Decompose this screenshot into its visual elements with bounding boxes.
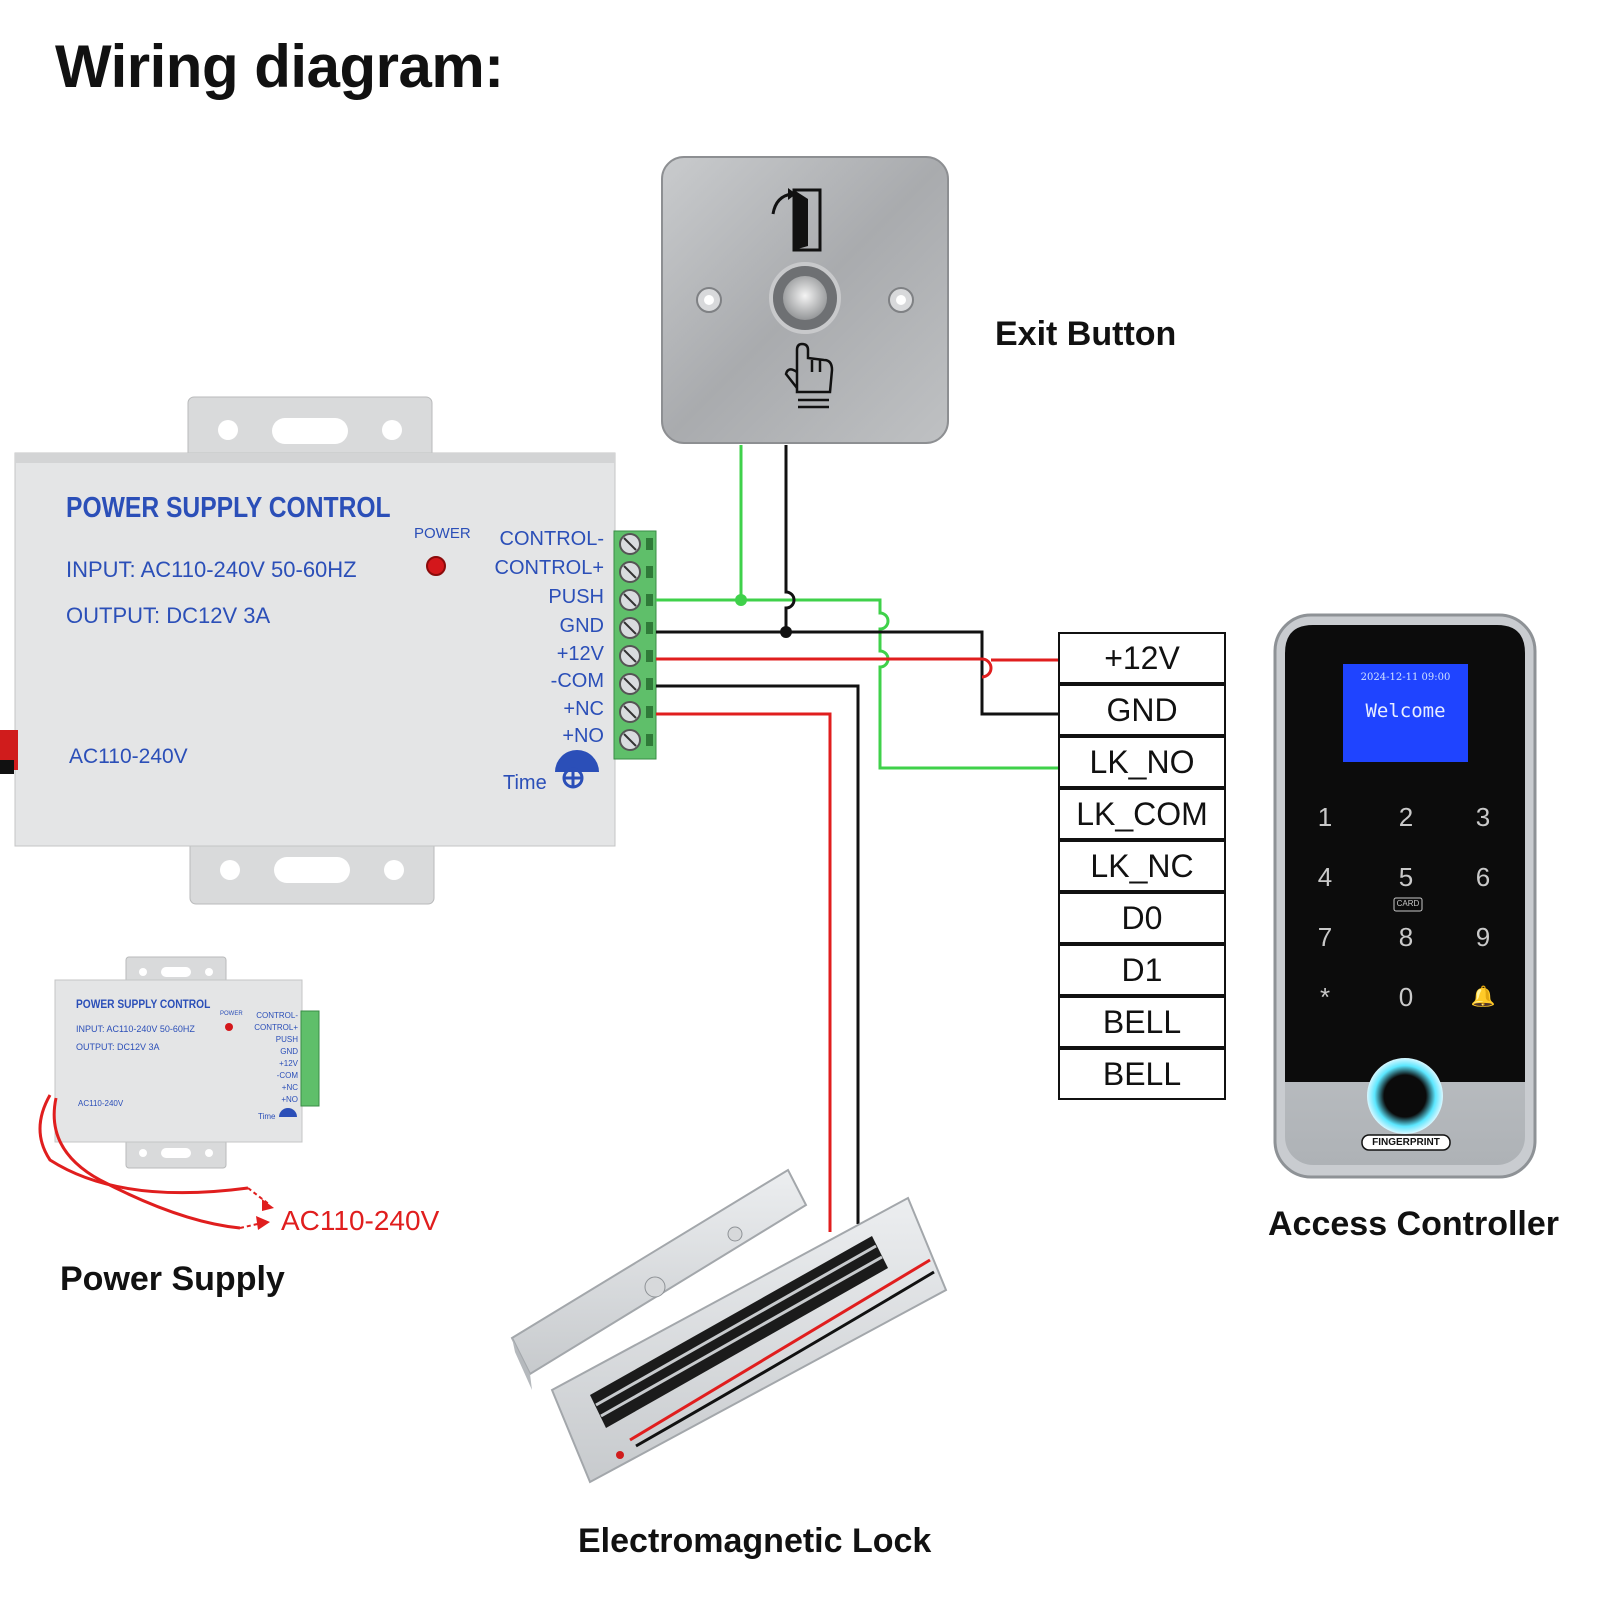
terminal-label: +NO bbox=[281, 1095, 298, 1104]
terminal-label: -COM bbox=[550, 670, 604, 692]
terminal-label: +NO bbox=[562, 725, 604, 747]
terminal-cell: LK_COM bbox=[1058, 788, 1226, 840]
access-controller-caption: Access Controller bbox=[1268, 1205, 1559, 1243]
terminal-label: PUSH bbox=[275, 1035, 298, 1044]
psu-time-label: Time bbox=[503, 772, 547, 794]
terminal-label: CONTROL+ bbox=[494, 557, 604, 579]
psu-output-spec: OUTPUT: DC12V 3A bbox=[66, 603, 271, 628]
psu-brand: POWER SUPPLY CONTROL bbox=[66, 492, 391, 524]
hand-press-icon bbox=[784, 342, 834, 409]
screen-welcome: Welcome bbox=[1365, 700, 1446, 722]
psu-small-brand: POWER SUPPLY CONTROL bbox=[76, 997, 211, 1011]
terminal-label: GND bbox=[559, 615, 604, 637]
terminal-clamp bbox=[646, 678, 653, 690]
terminal-cell: LK_NC bbox=[1058, 840, 1226, 892]
door-open-icon bbox=[771, 188, 822, 252]
key-0[interactable]: 0 bbox=[1398, 982, 1414, 1012]
key-4[interactable]: 4 bbox=[1317, 862, 1333, 892]
key-9[interactable]: 9 bbox=[1475, 922, 1491, 952]
terminal-screw-slot bbox=[623, 565, 637, 579]
key-3[interactable]: 3 bbox=[1475, 802, 1491, 832]
access-controller-device bbox=[1273, 613, 1537, 1179]
terminal-screw-slot bbox=[623, 733, 637, 747]
key-star[interactable]: * bbox=[1319, 982, 1331, 1012]
psu-small-output: OUTPUT: DC12V 3A bbox=[76, 1042, 160, 1052]
terminal-label: -COM bbox=[276, 1071, 298, 1080]
fingerprint-label: FINGERPRINT bbox=[1372, 1137, 1440, 1148]
terminal-label: +12V bbox=[279, 1059, 298, 1068]
terminal-label: CONTROL- bbox=[256, 1011, 298, 1020]
key-6[interactable]: 6 bbox=[1475, 862, 1491, 892]
terminal-cell: BELL bbox=[1058, 1048, 1226, 1100]
terminal-label: GND bbox=[280, 1047, 298, 1056]
terminal-cell: GND bbox=[1058, 684, 1226, 736]
power-supply-unit bbox=[0, 396, 657, 905]
terminal-cell: LK_NO bbox=[1058, 736, 1226, 788]
terminal-screws bbox=[619, 533, 653, 751]
exit-button-plate bbox=[661, 156, 949, 444]
terminal-label: +NC bbox=[563, 698, 604, 720]
power-supply-small bbox=[38, 956, 320, 1230]
terminal-label: +12V bbox=[556, 643, 604, 665]
lock-caption: Electromagnetic Lock bbox=[578, 1522, 932, 1560]
bell-icon[interactable]: 🔔 bbox=[1470, 986, 1496, 1008]
key-1[interactable]: 1 bbox=[1317, 802, 1333, 832]
screen-date: 2024-12-11 09:00 bbox=[1360, 672, 1451, 683]
terminal-screw-slot bbox=[623, 593, 637, 607]
psu-ac-label: AC110-240V bbox=[69, 745, 188, 768]
terminal-cell: +12V bbox=[1058, 632, 1226, 684]
terminal-screw-slot bbox=[623, 621, 637, 635]
psu-small-power-label: POWER bbox=[220, 1011, 243, 1017]
key-5[interactable]: 5 bbox=[1398, 862, 1414, 892]
terminal-cell: BELL bbox=[1058, 996, 1226, 1048]
psu-input-spec: INPUT: AC110-240V 50-60HZ bbox=[66, 557, 357, 582]
psu-small-terminal-labels: CONTROL- CONTROL+ PUSH GND +12V -COM +NC… bbox=[240, 1011, 298, 1107]
terminal-label: +NC bbox=[281, 1083, 298, 1092]
key-7[interactable]: 7 bbox=[1317, 922, 1333, 952]
power-supply-caption: Power Supply bbox=[60, 1260, 285, 1298]
key-2[interactable]: 2 bbox=[1398, 802, 1414, 832]
psu-small-input: INPUT: AC110-240V 50-60HZ bbox=[76, 1024, 195, 1034]
terminal-clamp bbox=[646, 538, 653, 550]
terminal-clamp bbox=[646, 706, 653, 718]
terminal-label: CONTROL- bbox=[499, 528, 604, 550]
psu-small-ac-label: AC110-240V bbox=[78, 1099, 124, 1108]
terminal-clamp bbox=[646, 734, 653, 746]
terminal-clamp bbox=[646, 594, 653, 606]
page-title: Wiring diagram: bbox=[55, 33, 504, 100]
psu-power-label: POWER bbox=[414, 525, 471, 542]
terminal-screw-slot bbox=[623, 677, 637, 691]
wires bbox=[656, 445, 1058, 1232]
mains-voltage-label: AC110-240V bbox=[281, 1205, 440, 1236]
terminal-clamp bbox=[646, 566, 653, 578]
terminal-clamp bbox=[646, 650, 653, 662]
psu-small-time-label: Time bbox=[258, 1112, 276, 1121]
key-8[interactable]: 8 bbox=[1398, 922, 1414, 952]
exit-button-caption: Exit Button bbox=[995, 315, 1177, 353]
terminal-screw-slot bbox=[623, 537, 637, 551]
terminal-label: PUSH bbox=[548, 586, 604, 608]
terminal-screw-slot bbox=[623, 649, 637, 663]
psu-terminal-labels: CONTROL- CONTROL+ PUSH GND +12V -COM +NC… bbox=[460, 528, 604, 768]
terminal-clamp bbox=[646, 622, 653, 634]
terminal-label: CONTROL+ bbox=[254, 1023, 298, 1032]
terminal-cell: D0 bbox=[1058, 892, 1226, 944]
terminal-screw-slot bbox=[623, 705, 637, 719]
terminal-cell: D1 bbox=[1058, 944, 1226, 996]
card-label: CARD bbox=[1396, 899, 1420, 908]
electromagnetic-lock bbox=[510, 1168, 948, 1484]
